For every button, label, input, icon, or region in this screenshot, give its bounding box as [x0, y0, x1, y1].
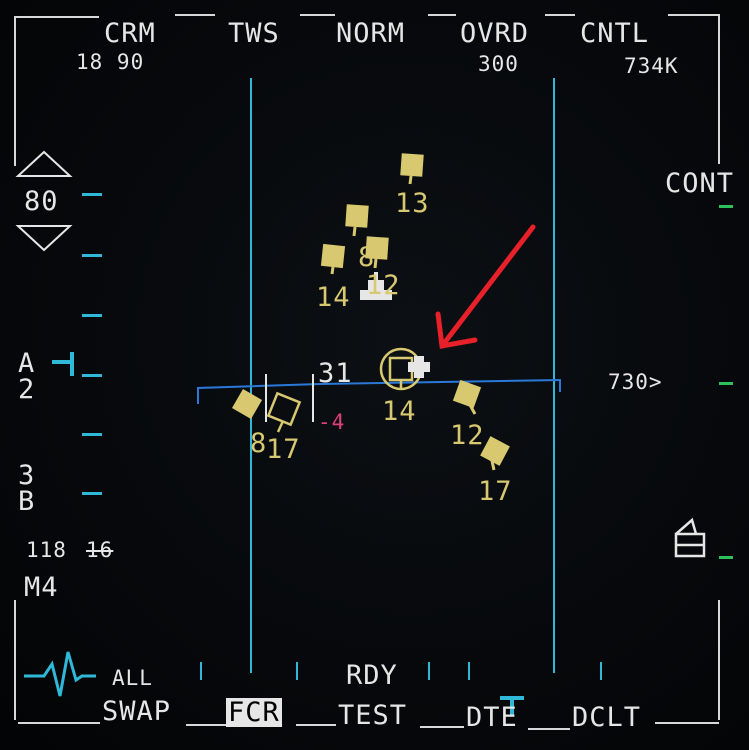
- osb-tick: [200, 662, 202, 680]
- bar-3[interactable]: 3: [18, 460, 36, 491]
- frame-bottom-right: [655, 722, 719, 724]
- bar-b: B: [18, 486, 36, 517]
- mode-m4: M4: [24, 572, 59, 603]
- steering-readout: -4: [318, 410, 346, 434]
- scope-right-line: [553, 78, 555, 673]
- heartbeat-icon: [24, 651, 96, 697]
- cont-button[interactable]: CONT: [665, 168, 735, 199]
- osb-tick: [719, 382, 733, 385]
- tws-button[interactable]: TWS: [228, 18, 280, 49]
- track-17a[interactable]: [266, 391, 302, 427]
- heading-readout: 31: [318, 358, 353, 389]
- osb-tick: [296, 662, 298, 680]
- crm-button[interactable]: CRM: [104, 18, 156, 49]
- all-label: ALL: [112, 666, 153, 690]
- track-label-14b: 14: [382, 396, 417, 427]
- range-tick: [82, 433, 102, 436]
- crm-subtext: 18 90: [76, 50, 145, 74]
- track-label-8b: 8: [250, 428, 268, 459]
- dte-button[interactable]: DTE: [466, 702, 518, 733]
- fcr-underline: [296, 724, 336, 726]
- frame-right-lower: [718, 600, 720, 720]
- track-label-17b: 17: [478, 476, 513, 507]
- dte-underline: [528, 728, 570, 730]
- ovrd-subtext: 300: [478, 52, 519, 76]
- range-value: 80: [24, 186, 59, 217]
- frame-top-seg3: [428, 14, 456, 16]
- range-down-arrow[interactable]: [15, 225, 73, 252]
- osb-tick: [719, 556, 733, 559]
- cntl-subtext: 734K: [624, 54, 679, 78]
- track-8b[interactable]: [231, 388, 263, 420]
- frame-bottom-left: [18, 722, 100, 724]
- frame-right: [718, 14, 720, 164]
- frame-left-lower: [14, 600, 16, 720]
- frame-left: [14, 16, 16, 166]
- altitude-readout: 16: [86, 538, 114, 562]
- cntl-button[interactable]: CNTL: [580, 18, 650, 49]
- track-label-8: 8: [358, 242, 376, 273]
- range-tick: [82, 254, 102, 257]
- test-button[interactable]: TEST: [338, 700, 408, 731]
- ovrd-button[interactable]: OVRD: [460, 18, 530, 49]
- azimuth-2: 2: [18, 374, 36, 405]
- frame-top-left: [14, 16, 99, 18]
- altitude-caret: 730>: [608, 370, 663, 394]
- track-label-13: 13: [395, 188, 430, 219]
- fcr-button[interactable]: FCR: [226, 697, 282, 728]
- swap-button[interactable]: SWAP: [102, 696, 172, 727]
- swap-underline: [186, 724, 226, 726]
- test-underline: [420, 726, 464, 728]
- osb-tick: [428, 662, 430, 680]
- range-tick: [82, 492, 102, 495]
- frame-top-seg4: [545, 14, 575, 16]
- speed-readout: 118: [26, 538, 67, 562]
- range-tick: [82, 314, 102, 317]
- range-up-arrow[interactable]: [15, 150, 73, 177]
- frame-top-right: [668, 14, 718, 16]
- frame-top-seg1: [175, 14, 215, 16]
- track-8[interactable]: [345, 204, 369, 228]
- frame-top-seg2: [300, 14, 335, 16]
- track-label-12a: 12: [366, 270, 401, 301]
- dclt-button[interactable]: DCLT: [572, 702, 642, 733]
- azimuth-a[interactable]: A: [18, 348, 36, 379]
- track-17b[interactable]: [480, 436, 510, 466]
- track-12b[interactable]: [452, 379, 482, 409]
- ownship-symbol: [360, 290, 392, 300]
- osb-tick: [468, 662, 470, 680]
- osb-tick: [600, 662, 602, 680]
- rdy-label: RDY: [346, 660, 398, 691]
- horizon-line: [197, 378, 561, 404]
- track-label-12b: 12: [450, 420, 485, 451]
- range-tick: [82, 193, 102, 196]
- store-icon: [674, 517, 706, 558]
- track-12a[interactable]: [365, 236, 389, 260]
- osb-tick: [719, 205, 733, 208]
- norm-button[interactable]: NORM: [336, 18, 406, 49]
- track-label-14a: 14: [316, 282, 351, 313]
- scope-left-line: [250, 78, 252, 673]
- track-label-17a: 17: [266, 434, 301, 465]
- range-tick: [82, 374, 102, 377]
- red-arrow-annotation: [435, 224, 536, 349]
- track-13[interactable]: [400, 153, 424, 177]
- track-14a[interactable]: [320, 243, 346, 269]
